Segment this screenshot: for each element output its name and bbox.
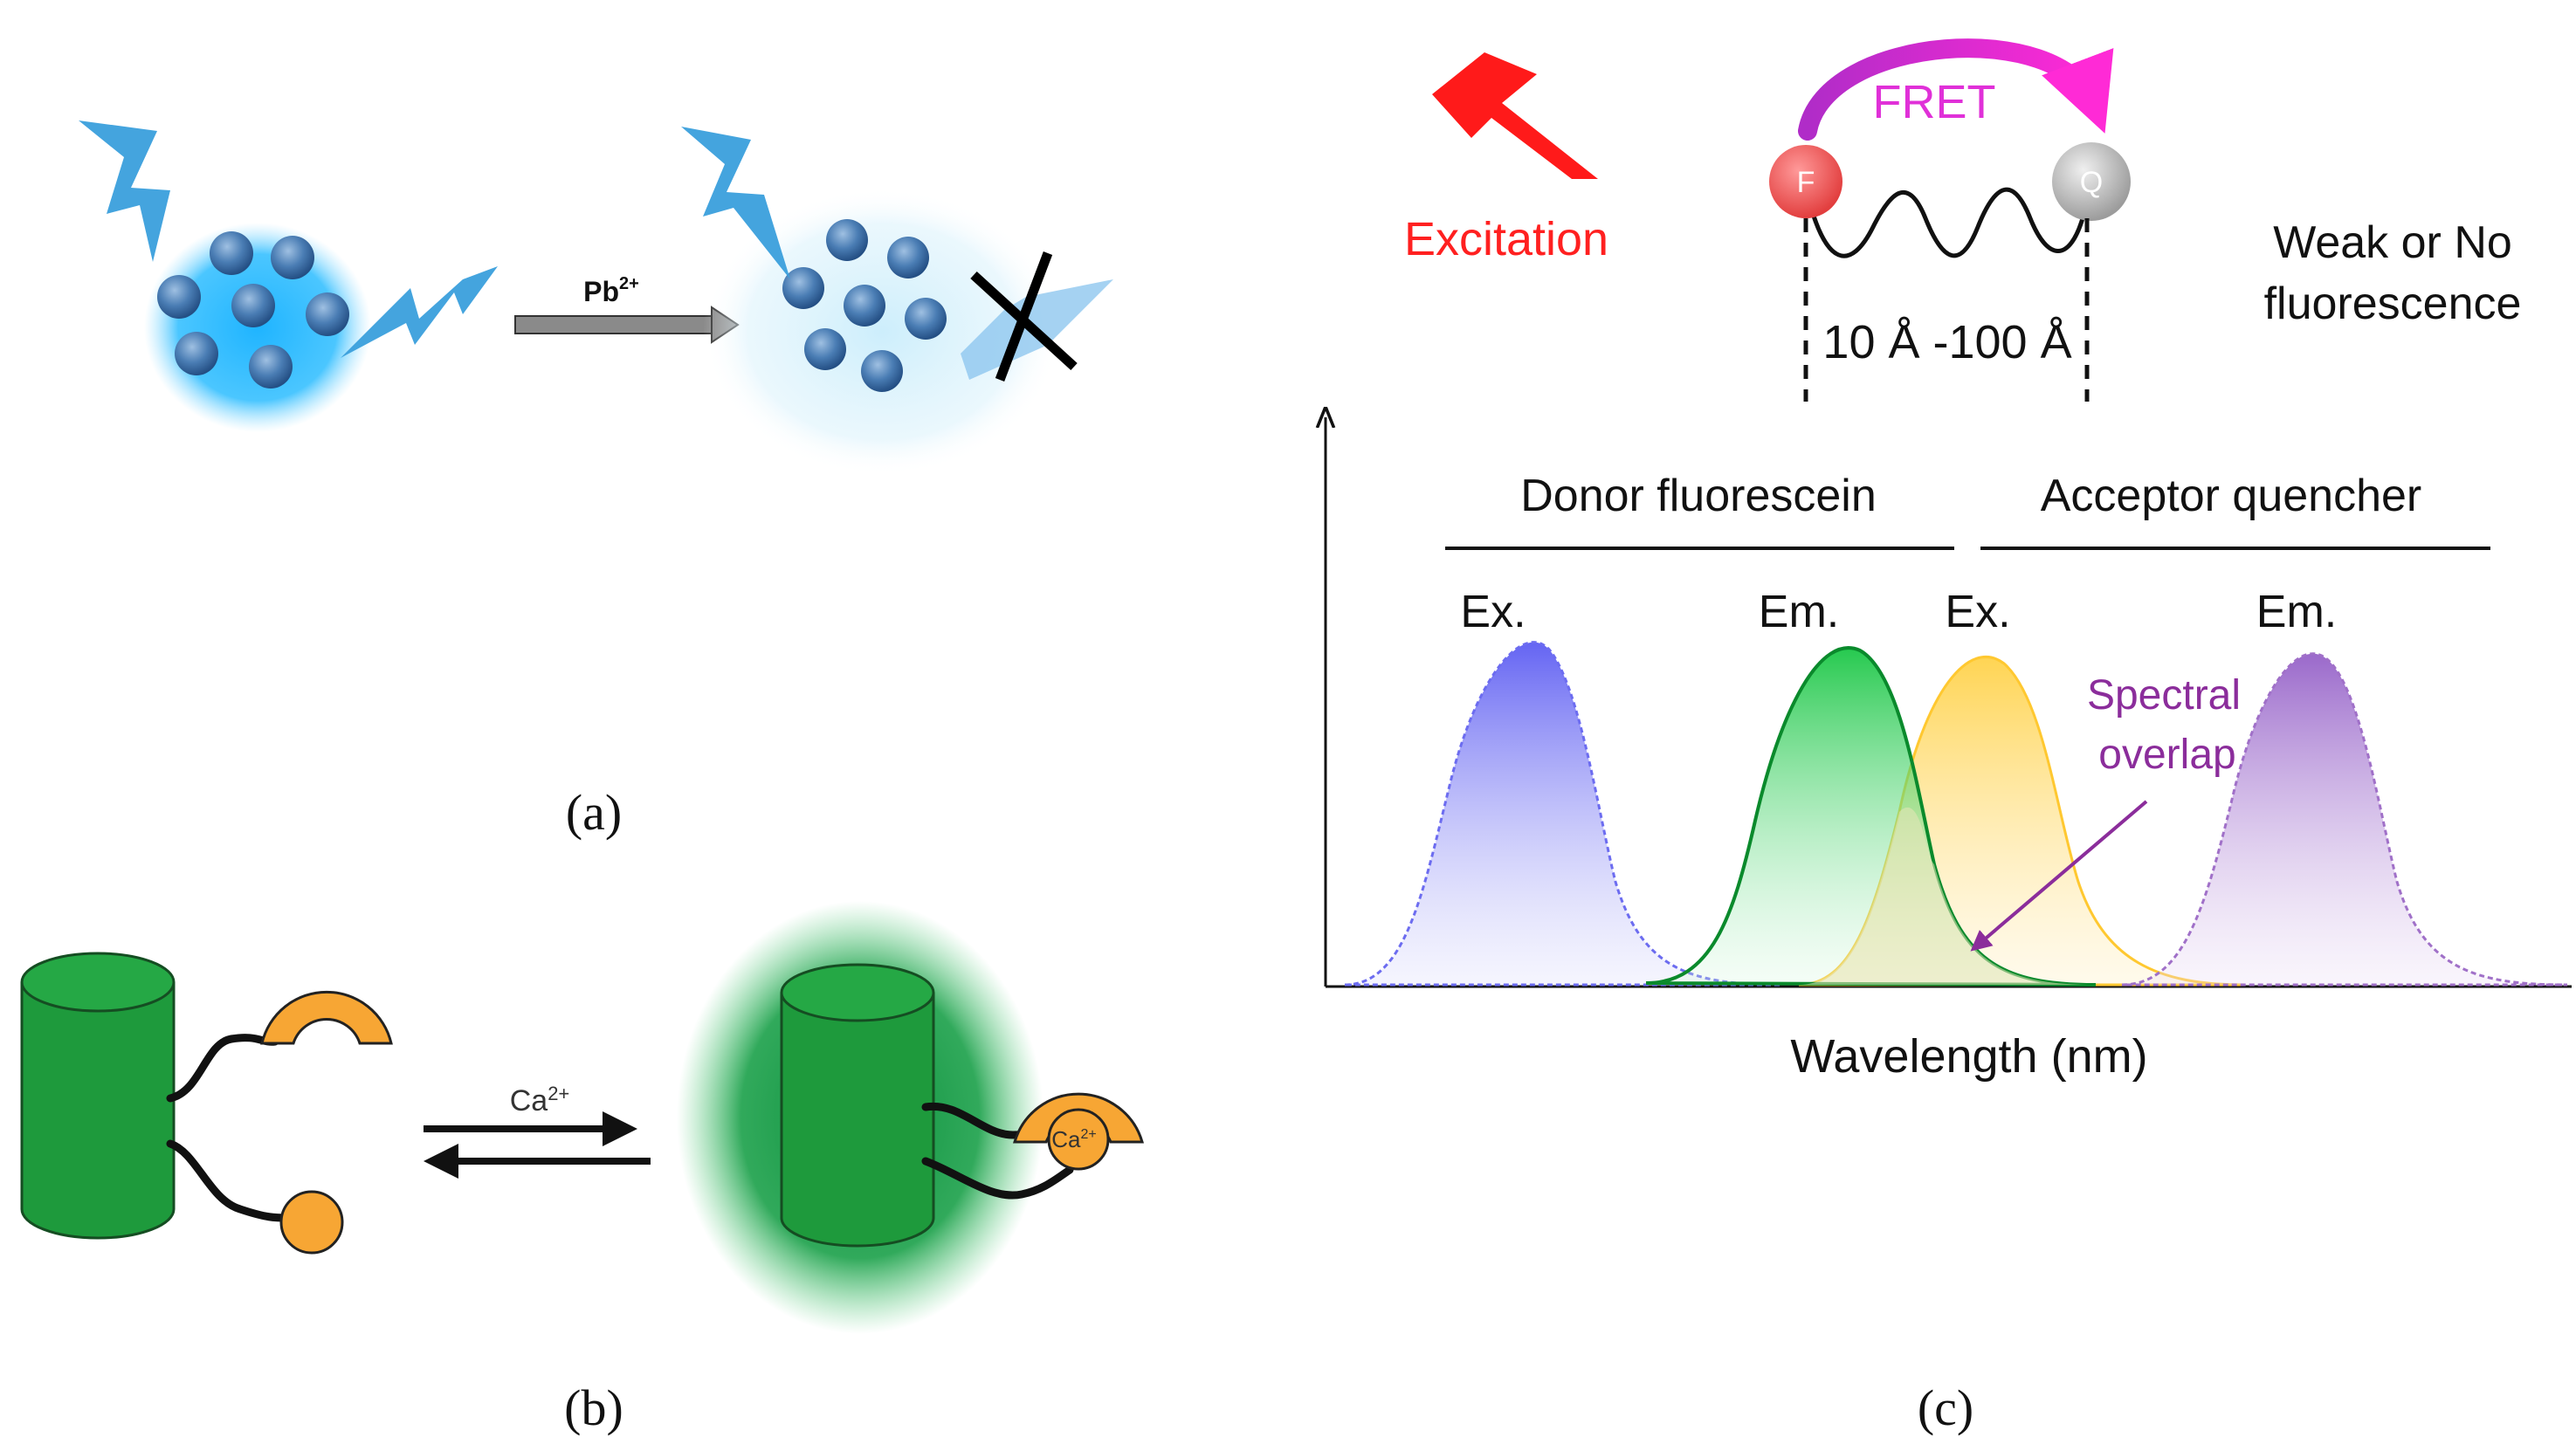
nanoparticle [175,332,218,375]
nanoparticle [231,284,275,327]
panel-caption: (c) [1918,1379,1973,1436]
dispersed-nanoparticles [782,219,947,392]
bound-ion-label: Ca2+ [1051,1126,1097,1152]
quencher [2052,142,2131,221]
excitation-bolt-icon [1432,52,1598,179]
nanoparticle [905,298,947,340]
peak-label-donor-ex: Ex. [1460,587,1526,637]
nanoparticle [826,219,868,261]
donor-symbol: F [1797,166,1815,199]
donor-group-label: Donor fluorescein [1520,471,1877,521]
lightning-bolt-icon [681,127,790,279]
nanoparticle [804,328,846,370]
nanoparticle [782,267,824,309]
nanoparticle-cluster [157,231,349,389]
linker-lower [921,1157,1074,1200]
nanoparticle [844,285,885,327]
spectral-overlap-region [1799,807,2096,985]
ion-charge: 2+ [1081,1127,1097,1142]
panel-a: Pb2+ (a) [79,120,1113,841]
spectral-overlap-label-line1: Spectral [2087,672,2241,719]
reverse-arrowhead [424,1144,458,1179]
fluorescent-glow [144,223,371,432]
reaction-arrow-shaft [514,315,713,334]
linker-wave [1803,187,2085,258]
nanoparticle [271,236,314,279]
forward-arrowhead [603,1111,637,1146]
nanoparticle [210,231,253,275]
nanoparticle [887,237,929,279]
binding-ligand [279,1190,344,1255]
fret-arrow [1798,38,2114,141]
x-axis-label: Wavelength (nm) [1790,1030,2147,1083]
panel-caption: (b) [564,1379,623,1436]
spectral-overlap-label-line2: overlap [2098,732,2235,778]
quencher-symbol: Q [2080,166,2103,199]
ion-symbol: Pb [583,276,619,307]
binding-site-crescent [260,990,393,1045]
ion-symbol: Ca [510,1084,548,1117]
fret-label: FRET [1873,76,1996,128]
quenched-cross-icon [970,251,1078,382]
panel-caption: (a) [566,784,622,841]
ion-symbol: Ca [1051,1126,1081,1152]
ion-charge: 2+ [619,274,639,293]
protein-cylinder [780,963,935,1248]
nanoparticle [306,292,349,336]
donor-excitation-spectrum [1344,641,1782,987]
outcome-label-line1: Weak or No [2273,217,2512,268]
outcome-label-line2: fluorescence [2264,279,2522,329]
spectral-overlap-pointer [1970,800,2148,952]
peak-label-donor-em: Em. [1759,587,1839,637]
reaction-condition-label: Pb2+ [583,274,639,307]
lightning-bolt-icon [341,266,498,358]
peak-label-acceptor-em: Em. [2256,587,2337,637]
nanoparticle [157,275,201,319]
faint-glow [703,188,1061,476]
linker-upper [166,1034,279,1103]
lightning-bolt-icon [79,120,170,262]
excitation-label: Excitation [1404,213,1608,265]
nanoparticle [861,350,903,392]
peak-label-acceptor-ex: Ex. [1945,587,2010,637]
panel-c: Excitation FRET F Q 10 Å -100 Å Weak or … [1326,38,2572,1436]
linker-lower [166,1139,293,1222]
distance-label: 10 Å -100 Å [1822,316,2071,368]
ion-charge: 2+ [548,1083,569,1104]
nanoparticle [249,345,293,389]
equilibrium-condition-label: Ca2+ [510,1083,570,1117]
protein-cylinder [20,952,176,1240]
bound-calcium-ion [1047,1108,1110,1171]
panel-b: Ca2+ Ca2+ (b) [20,901,1144,1436]
acceptor-emission-spectrum [2121,652,2568,987]
acceptor-group-label: Acceptor quencher [2041,471,2422,521]
donor-fluorophore [1769,145,1842,218]
donor-emission-spectrum [1645,646,2097,987]
